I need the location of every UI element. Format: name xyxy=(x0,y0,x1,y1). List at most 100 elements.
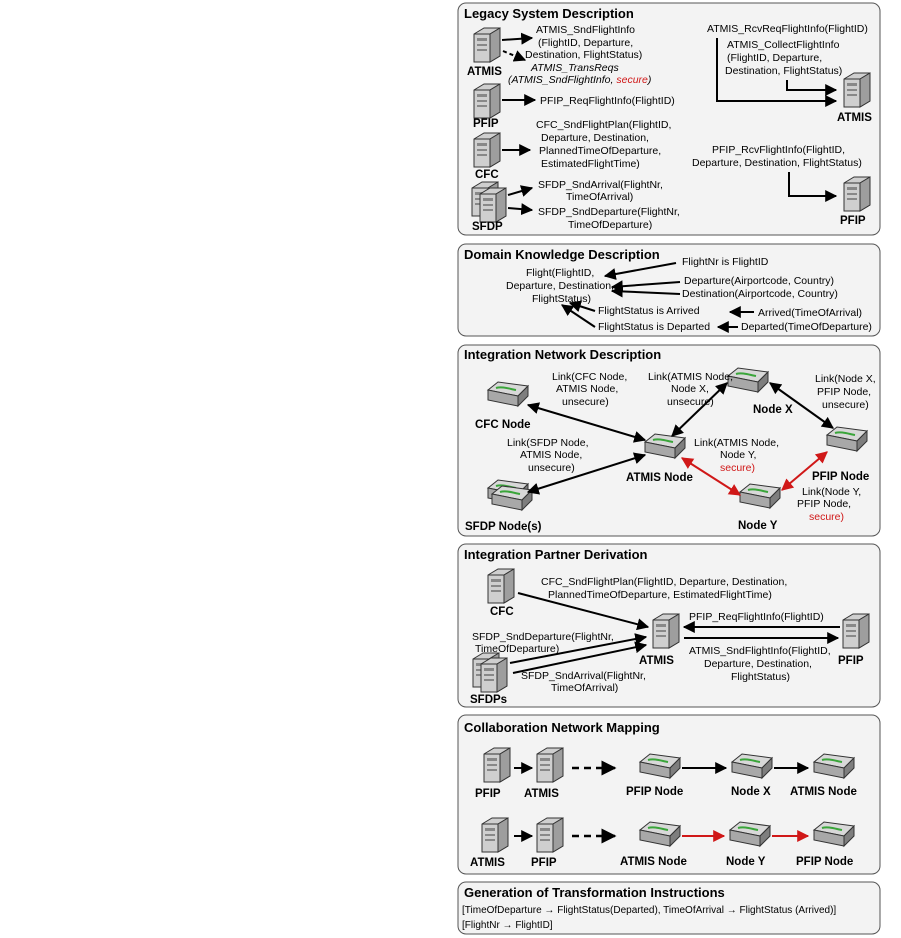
pfip-node-label: PFIP Node xyxy=(812,471,869,483)
status-departed-arrow xyxy=(561,304,596,328)
sfdps-partner-label: SFDPs xyxy=(470,694,507,706)
snd-flight-info-1: ATMIS_SndFlightInfo xyxy=(536,24,635,36)
link-sfdp-atmis-2: ATMIS Node, xyxy=(520,449,582,461)
snd-flight-info-2: (FlightID, Departure, xyxy=(538,37,633,49)
collab-r1-atmis-node-label: ATMIS Node xyxy=(790,786,857,798)
atmis-partner-server-icon xyxy=(652,613,680,649)
flight-2: Departure, Destination, xyxy=(506,280,614,292)
partner-atmis-snd-1: ATMIS_SndFlightInfo(FlightID, xyxy=(689,645,831,657)
collect-2: (FlightID, Departure, xyxy=(727,52,822,64)
link-x-pfip-1: Link(Node X, xyxy=(815,373,876,385)
link-atmis-x-3: unsecure) xyxy=(667,396,714,408)
rcv-req-label: ATMIS_RcvReqFlightInfo(FlightID) xyxy=(707,23,868,35)
sfdp-arrival-arrow xyxy=(507,185,534,197)
collab-r1-pfip-icon xyxy=(483,747,511,783)
collect-3: Destination, FlightStatus) xyxy=(725,65,842,77)
partner-cfc-arrow xyxy=(517,592,650,631)
cfc-plan-1: CFC_SndFlightPlan(FlightID, xyxy=(536,119,671,131)
atmis-rcv-server-icon xyxy=(843,72,871,108)
link-atmis-x-1: Link(ATMIS Node, xyxy=(648,371,733,383)
generation-line-2: [FlightNr → FlightID] xyxy=(462,920,553,931)
collab-r2-pfip-node-label: PFIP Node xyxy=(796,856,853,868)
generation-line-1: [TimeOfDeparture → FlightStatus(Departed… xyxy=(462,905,836,916)
cfc-plan-4: EstimatedFlightTime) xyxy=(541,158,640,170)
link-cfc-atmis-2: ATMIS Node, xyxy=(556,383,618,395)
destination-arrow xyxy=(610,285,681,298)
link-sfdp-atmis-3: unsecure) xyxy=(528,462,575,474)
departed-label: Departed(TimeOfDeparture) xyxy=(741,321,872,333)
link-atmis-y-1: Link(ATMIS Node, xyxy=(694,437,779,449)
pfip-rcv-2: Departure, Destination, FlightStatus) xyxy=(692,157,862,169)
sfdp-arrival-2: TimeOfArrival) xyxy=(566,191,633,203)
sfdp-label: SFDP xyxy=(472,221,503,233)
partner-sfdp-arr-2: TimeOfArrival) xyxy=(551,682,618,694)
nr-is-id-arrow xyxy=(603,262,677,280)
atmis-label: ATMIS xyxy=(467,66,502,78)
partner-title: Integration Partner Derivation xyxy=(464,547,648,562)
collab-r1-atmis-label: ATMIS xyxy=(524,788,559,800)
arrived-label: Arrived(TimeOfArrival) xyxy=(758,307,862,319)
sfdp-departure-arrow xyxy=(507,203,534,216)
partner-sfdp-arr-arrow xyxy=(512,641,648,674)
link-cfc-atmis-3: unsecure) xyxy=(562,396,609,408)
domain-title: Domain Knowledge Description xyxy=(464,247,660,262)
cfc-partner-server-icon xyxy=(487,568,515,604)
trans-reqs-1: ATMIS_TransReqs xyxy=(530,62,619,74)
pfip-rcv-label: PFIP xyxy=(840,215,866,227)
destination-label: Destination(Airportcode, Country) xyxy=(682,288,838,300)
atmis-transreqs-arrow xyxy=(502,50,527,62)
partner-atmis-snd-3: FlightStatus) xyxy=(731,671,790,683)
link-x-pfip-line xyxy=(769,382,834,429)
cfc-node-label: CFC Node xyxy=(475,419,531,431)
pfip-partner-server-icon xyxy=(842,613,870,649)
sfdp-departure-2: TimeOfDeparture) xyxy=(568,219,652,231)
rcv-req-arrow xyxy=(716,38,838,107)
link-cfc-atmis-line xyxy=(526,402,647,443)
collect-arrow xyxy=(786,80,838,96)
link-cfc-atmis-1: Link(CFC Node, xyxy=(552,371,627,383)
cfc-partner-label: CFC xyxy=(490,606,514,618)
partner-sfdp-dep-2: TimeOfDeparture) xyxy=(475,643,559,655)
link-y-pfip-1: Link(Node Y, xyxy=(802,486,861,498)
generation-panel xyxy=(457,881,881,935)
link-sfdp-atmis-1: Link(SFDP Node, xyxy=(507,437,589,449)
link-atmis-x-2: Node X, xyxy=(671,383,709,395)
link-atmis-y-line xyxy=(680,457,742,496)
link-atmis-y-3: secure) xyxy=(720,462,755,474)
pfip-rcv-arrow xyxy=(788,172,838,202)
partner-cfc-plan-1: CFC_SndFlightPlan(FlightID, Departure, D… xyxy=(541,576,787,588)
collab-r2-atmis-node-label: ATMIS Node xyxy=(620,856,687,868)
flight-3: FlightStatus) xyxy=(532,293,591,305)
sfdp-node-label: SFDP Node(s) xyxy=(465,521,542,533)
status-arrived-arrow xyxy=(568,300,596,313)
atmis-rcv-label: ATMIS xyxy=(837,112,872,124)
collab-r1-atmis-icon xyxy=(536,747,564,783)
collab-r2-atmis-icon xyxy=(481,817,509,853)
link-atmis-x-line xyxy=(671,382,728,437)
collab-r2-pfip-label: PFIP xyxy=(531,857,557,869)
pfip-req-label: PFIP_ReqFlightInfo(FlightID) xyxy=(540,95,675,107)
cfc-plan-3: PlannedTimeOfDeparture, xyxy=(539,145,661,157)
collab-r1-node-x-label: Node X xyxy=(731,786,771,798)
collab-r2-atmis-label: ATMIS xyxy=(470,857,505,869)
pfip-rcv-server-icon xyxy=(843,176,871,212)
integration-title: Integration Network Description xyxy=(464,347,661,362)
pfip-server-icon xyxy=(473,83,501,119)
pfip-partner-label: PFIP xyxy=(838,655,864,667)
flight-1: Flight(FlightID, xyxy=(526,267,594,279)
departure-label: Departure(Airportcode, Country) xyxy=(684,275,834,287)
sfdp-departure-1: SFDP_SndDeparture(FlightNr, xyxy=(538,206,680,218)
generation-title: Generation of Transformation Instruction… xyxy=(464,885,725,900)
sfdp-arrival-1: SFDP_SndArrival(FlightNr, xyxy=(538,179,663,191)
pfip-rcv-1: PFIP_RcvFlightInfo(FlightID, xyxy=(712,144,845,156)
pfip-label: PFIP xyxy=(473,118,499,130)
nr-is-id: FlightNr is FlightID xyxy=(682,256,769,268)
link-y-pfip-2: PFIP Node, xyxy=(797,498,851,510)
collab-panel xyxy=(457,714,881,875)
partner-cfc-plan-2: PlannedTimeOfDeparture, EstimatedFlightT… xyxy=(548,589,772,601)
collab-r1-pfip-label: PFIP xyxy=(475,788,501,800)
legacy-panel xyxy=(457,2,881,236)
collab-r2-node-y-label: Node Y xyxy=(726,856,766,868)
cfc-label: CFC xyxy=(475,169,499,181)
